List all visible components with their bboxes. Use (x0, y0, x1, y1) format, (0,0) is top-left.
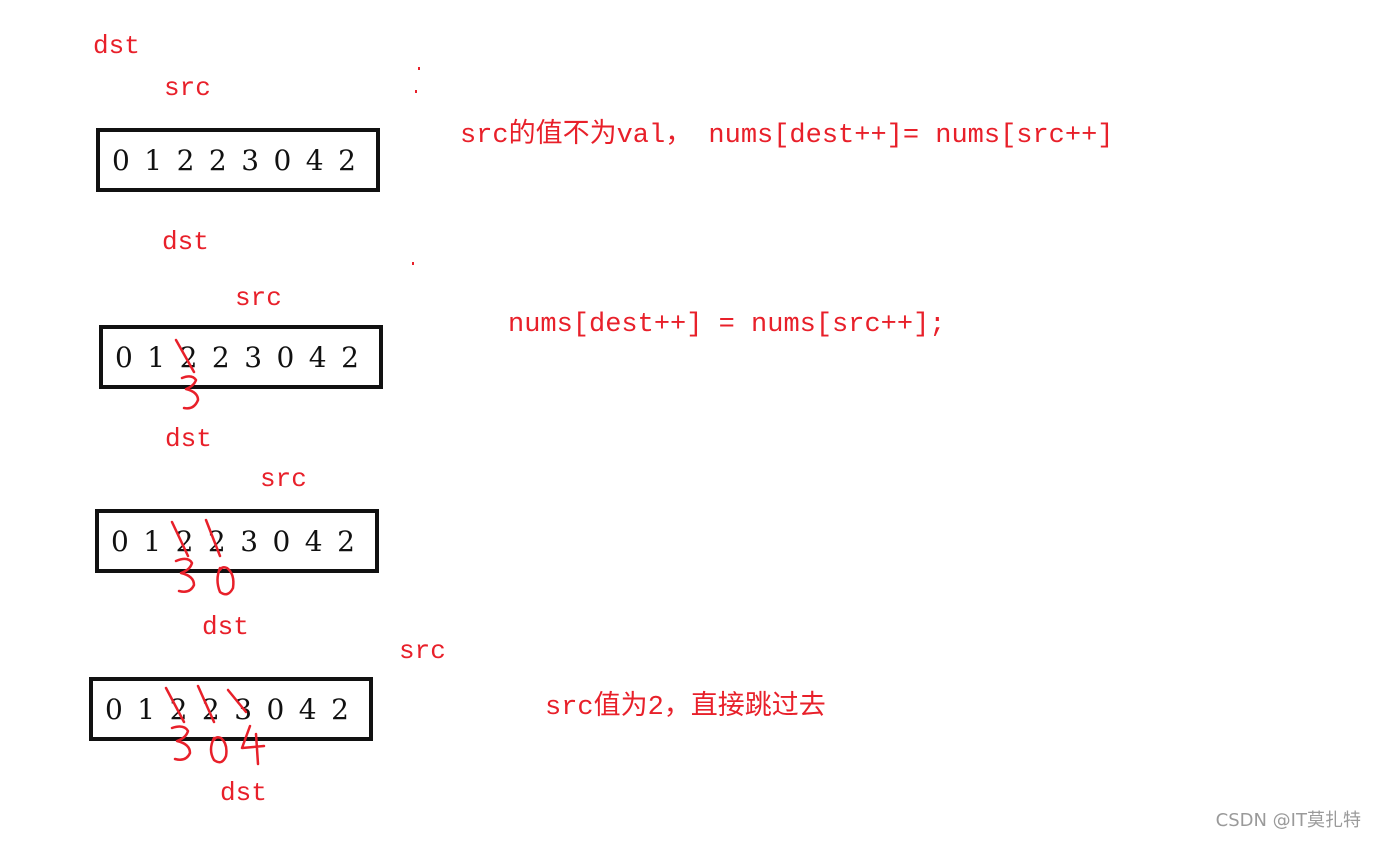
array-cell: 2 (175, 524, 194, 558)
array-cell: 3 (240, 524, 259, 558)
array-cell: 2 (341, 340, 359, 374)
array-cell: 1 (144, 143, 163, 177)
src-label-4: src (399, 636, 446, 666)
array-values-4: 0 1 2 2 3 0 4 2 (93, 681, 369, 737)
strike-mark (164, 686, 186, 724)
strike-mark (204, 518, 222, 558)
array-cell: 1 (137, 692, 156, 726)
src-label-3: src (260, 464, 307, 494)
array-cell: 2 (211, 340, 230, 374)
array-cell: 3 (241, 143, 260, 177)
array-cell: 2 (179, 340, 198, 374)
array-cell: 2 (176, 143, 195, 177)
note-step-2: nums[dest++] = nums[src++]; (508, 310, 946, 340)
array-cell: 1 (143, 524, 162, 558)
handwritten-digit-3 (170, 725, 192, 761)
handwritten-digit-3 (174, 557, 196, 593)
handwritten-digit-0 (216, 566, 235, 596)
strike-mark (196, 684, 216, 724)
array-cell: 0 (115, 340, 133, 374)
array-cell: 0 (111, 524, 129, 558)
array-values-3: 0 1 2 2 3 0 4 2 (99, 513, 375, 569)
handwritten-digit-3 (180, 375, 200, 410)
strike-mark (226, 688, 248, 714)
dst-label-3: dst (165, 424, 212, 454)
src-label-1: src (164, 73, 211, 103)
array-cell: 0 (276, 340, 295, 374)
note-step-4: src值为2，直接跳过去 (545, 693, 826, 723)
array-box-2: 0 1 2 2 3 0 4 2 (99, 325, 383, 389)
stray-mark (418, 67, 420, 70)
stray-mark (412, 262, 414, 265)
array-cell: 0 (273, 143, 292, 177)
handwritten-digit-4 (240, 724, 266, 766)
array-cell: 0 (105, 692, 123, 726)
array-cell: 3 (244, 340, 263, 374)
array-cell: 2 (338, 143, 356, 177)
array-box-4: 0 1 2 2 3 0 4 2 (89, 677, 373, 741)
src-label-2: src (235, 283, 282, 313)
handwritten-digit-0 (209, 736, 228, 764)
dst-label-5: dst (220, 778, 267, 808)
dst-label-2: dst (162, 227, 209, 257)
array-cell: 2 (208, 143, 227, 177)
array-box-1: 0 1 2 2 3 0 4 2 (96, 128, 380, 192)
array-cell: 2 (207, 524, 226, 558)
array-cell: 0 (272, 524, 291, 558)
strike-mark (170, 520, 190, 558)
array-cell: 2 (201, 692, 220, 726)
array-cell: 4 (304, 524, 323, 558)
array-cell: 4 (308, 340, 327, 374)
note-step-1: src的值不为val， nums[dest++]= nums[src++] (460, 121, 1114, 151)
array-cell: 4 (305, 143, 324, 177)
array-values-1: 0 1 2 2 3 0 4 2 (100, 132, 376, 188)
array-values-2: 0 1 2 2 3 0 4 2 (103, 329, 379, 385)
stray-mark (415, 90, 417, 93)
dst-label-1: dst (93, 31, 140, 61)
dst-label-4: dst (202, 612, 249, 642)
strike-mark (174, 338, 196, 374)
watermark: CSDN @IT莫扎特 (1215, 810, 1361, 831)
array-box-3: 0 1 2 2 3 0 4 2 (95, 509, 379, 573)
array-cell: 0 (266, 692, 285, 726)
array-cell: 0 (112, 143, 130, 177)
array-cell: 1 (147, 340, 166, 374)
array-cell: 2 (337, 524, 355, 558)
array-cell: 4 (298, 692, 317, 726)
array-cell: 2 (331, 692, 349, 726)
